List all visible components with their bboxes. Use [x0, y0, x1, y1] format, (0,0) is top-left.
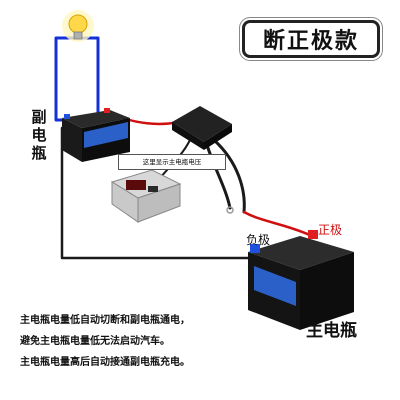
aux-battery-label-char: 电 [31, 126, 47, 144]
aux-battery-icon [62, 108, 130, 162]
relay-red-lead [212, 138, 246, 214]
description-line: 避免主电瓶电量低无法启动汽车。 [20, 336, 170, 347]
description: 主电瓶电量低自动切断和副电瓶通电， 避免主电瓶电量低无法启动汽车。 主电瓶电量高… [20, 310, 280, 373]
ground-wire [60, 126, 254, 260]
relay-module-icon [172, 106, 232, 150]
light-bulb-icon [62, 10, 94, 42]
aux-battery-label-char: 副 [31, 108, 47, 126]
bulb-wire-right [80, 36, 100, 114]
description-line: 主电瓶电量高后自动接通副电瓶充电。 [20, 357, 190, 368]
bulb-wire-left [54, 36, 76, 122]
voltage-display-icon [110, 169, 182, 223]
description-line: 主电瓶电量低自动切断和副电瓶通电， [20, 315, 190, 326]
title-box: 断正极款 [242, 20, 380, 58]
aux-battery-label-char: 瓶 [31, 144, 47, 162]
voltage-callout: 这里显示主电瓶电压 [118, 154, 226, 170]
relay-black-lead [204, 140, 232, 210]
main-positive-wire [242, 210, 314, 238]
positive-terminal-label: 正极 [318, 223, 343, 237]
negative-terminal-label: 负极 [246, 233, 271, 247]
page-title: 断正极款 [262, 29, 359, 54]
main-battery-label: 主电瓶 [306, 321, 357, 341]
ring-terminal [226, 206, 234, 214]
main-battery-icon [248, 230, 354, 330]
aux-battery-label: 副 电 瓶 [30, 108, 48, 162]
